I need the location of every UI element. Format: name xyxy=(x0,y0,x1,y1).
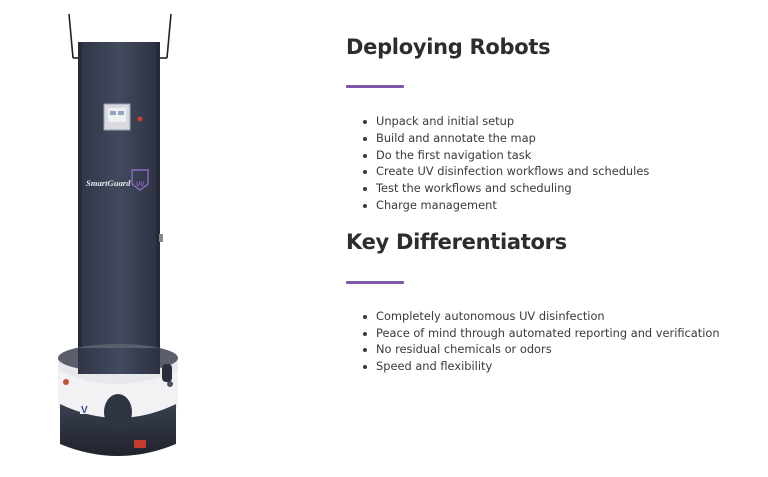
list-item: Unpack and initial setup xyxy=(346,113,756,130)
robot-tower xyxy=(78,42,160,380)
list-item: Charge management xyxy=(346,197,756,214)
list-item: Create UV disinfection workflows and sch… xyxy=(346,163,756,180)
svg-text:SmartGuard: SmartGuard xyxy=(86,178,131,188)
content-column: Deploying Robots Unpack and initial setu… xyxy=(346,34,756,375)
robot-image: SmartGuard UV V xyxy=(58,13,178,456)
base-logo xyxy=(80,402,90,414)
section-title-deploying-robots: Deploying Robots xyxy=(346,35,551,59)
indicator-light xyxy=(137,116,143,122)
list-item: Peace of mind through automated reportin… xyxy=(346,325,756,342)
section-divider xyxy=(346,280,404,284)
svg-text:V: V xyxy=(81,405,88,416)
list-item: No residual chemicals or odors xyxy=(346,341,756,358)
svg-text:UV: UV xyxy=(136,182,144,188)
list-item: Completely autonomous UV disinfection xyxy=(346,308,756,325)
differentiators-list: Completely autonomous UV disinfection Pe… xyxy=(346,308,756,375)
brand-logo: SmartGuard UV xyxy=(86,169,149,191)
list-item: Test the workflows and scheduling xyxy=(346,180,756,197)
section-title-key-differentiators: Key Differentiators xyxy=(346,229,567,254)
list-item: Build and annotate the map xyxy=(346,130,756,147)
section-divider xyxy=(346,85,404,88)
control-panel-screen xyxy=(103,103,131,131)
list-item: Do the first navigation task xyxy=(346,147,756,164)
deploying-steps-list: Unpack and initial setup Build and annot… xyxy=(346,113,756,214)
list-item: Speed and flexibility xyxy=(346,358,756,375)
